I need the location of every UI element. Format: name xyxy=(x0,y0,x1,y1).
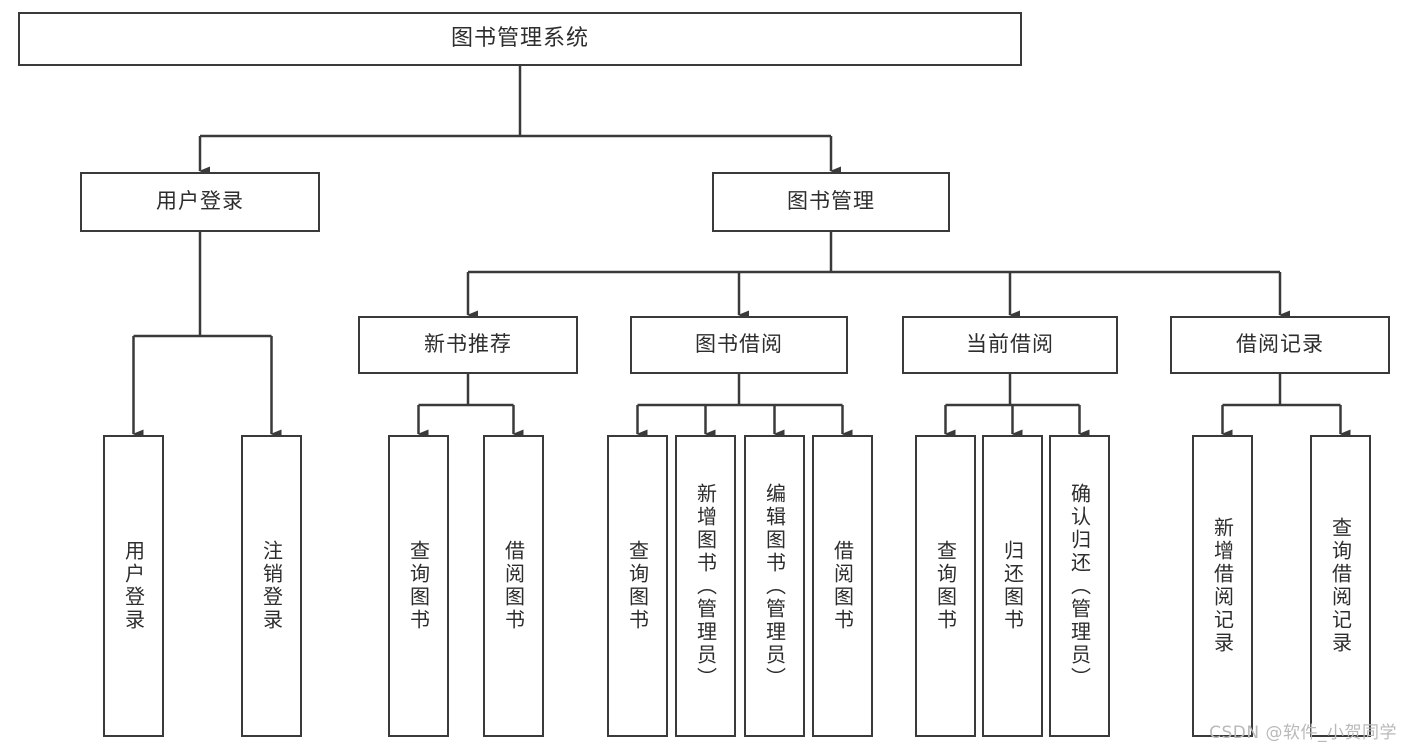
node-new-book-recommend-label: 新书推荐 xyxy=(424,332,512,357)
node-leaf-add-borrow-record[interactable]: 新增借阅记录 xyxy=(1192,435,1253,737)
node-leaf-query-book-borrow[interactable]: 查询图书 xyxy=(607,435,668,737)
watermark-text: CSDN @软件_小贺同学 xyxy=(1209,723,1397,743)
node-leaf-add-book-admin-label: 新增图书（管理员） xyxy=(693,482,718,690)
node-leaf-user-login-label: 用户登录 xyxy=(121,540,146,632)
node-leaf-query-borrow-record[interactable]: 查询借阅记录 xyxy=(1310,435,1371,737)
node-leaf-user-logout-label: 注销登录 xyxy=(259,540,284,632)
node-leaf-user-login[interactable]: 用户登录 xyxy=(103,435,164,737)
node-borrow-record-label: 借阅记录 xyxy=(1236,332,1324,357)
node-book-manage-label: 图书管理 xyxy=(787,189,875,214)
node-leaf-borrow-book-label: 借阅图书 xyxy=(830,540,855,632)
node-current-borrow-label: 当前借阅 xyxy=(966,332,1054,357)
node-leaf-edit-book-admin-label: 编辑图书（管理员） xyxy=(762,482,787,690)
node-book-manage[interactable]: 图书管理 xyxy=(712,172,950,232)
node-current-borrow[interactable]: 当前借阅 xyxy=(902,316,1118,374)
node-leaf-confirm-return-admin-label: 确认归还（管理员） xyxy=(1067,482,1092,690)
node-leaf-query-borrow-record-label: 查询借阅记录 xyxy=(1328,517,1353,655)
node-leaf-borrow-book-rec[interactable]: 借阅图书 xyxy=(483,435,544,737)
node-leaf-query-book-rec-label: 查询图书 xyxy=(406,540,431,632)
node-book-borrow[interactable]: 图书借阅 xyxy=(630,316,848,374)
node-user-login-label: 用户登录 xyxy=(156,189,244,214)
node-root-label: 图书管理系统 xyxy=(450,25,589,51)
node-borrow-record[interactable]: 借阅记录 xyxy=(1170,316,1390,374)
node-leaf-query-book-borrow-label: 查询图书 xyxy=(625,540,650,632)
node-leaf-borrow-book[interactable]: 借阅图书 xyxy=(812,435,873,737)
node-new-book-recommend[interactable]: 新书推荐 xyxy=(358,316,578,374)
node-leaf-query-book-current-label: 查询图书 xyxy=(933,540,958,632)
node-leaf-user-logout[interactable]: 注销登录 xyxy=(241,435,302,737)
node-leaf-edit-book-admin[interactable]: 编辑图书（管理员） xyxy=(744,435,805,737)
node-book-borrow-label: 图书借阅 xyxy=(695,332,783,357)
node-leaf-return-book-label: 归还图书 xyxy=(1000,540,1025,632)
node-leaf-add-borrow-record-label: 新增借阅记录 xyxy=(1210,517,1235,655)
node-leaf-confirm-return-admin[interactable]: 确认归还（管理员） xyxy=(1049,435,1110,737)
node-leaf-add-book-admin[interactable]: 新增图书（管理员） xyxy=(675,435,736,737)
node-leaf-return-book[interactable]: 归还图书 xyxy=(982,435,1043,737)
node-root[interactable]: 图书管理系统 xyxy=(18,12,1022,66)
node-leaf-borrow-book-rec-label: 借阅图书 xyxy=(501,540,526,632)
node-leaf-query-book-current[interactable]: 查询图书 xyxy=(915,435,976,737)
node-leaf-query-book-rec[interactable]: 查询图书 xyxy=(388,435,449,737)
node-user-login[interactable]: 用户登录 xyxy=(80,172,320,232)
